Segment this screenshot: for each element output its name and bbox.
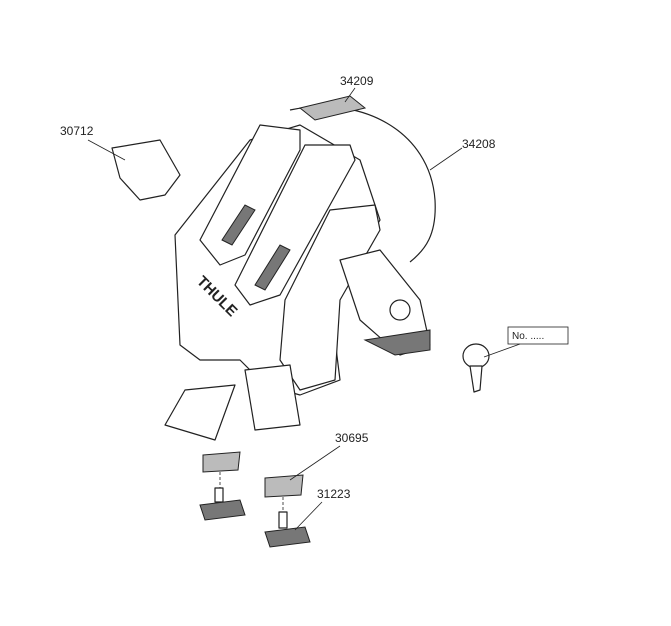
spacer-plate: [264, 474, 304, 498]
knob-screw-left: [199, 487, 246, 521]
leader-line: [87, 139, 126, 161]
part-label-34208: 34208: [462, 137, 496, 151]
lock-cylinder: [389, 299, 411, 321]
holder-arm-2: [234, 144, 356, 306]
grip-pattern-1: [221, 204, 256, 246]
key-number-tag: [507, 326, 569, 345]
bumper-pad: [298, 95, 367, 121]
clip: [111, 139, 181, 201]
leader-line: [483, 343, 521, 358]
part-label-34209: 34209: [340, 74, 374, 88]
part-label-31223: 31223: [317, 487, 351, 501]
key: [462, 343, 490, 393]
handle-grip: [363, 329, 431, 356]
key-number-label: No. .....: [512, 331, 544, 342]
leader-line: [344, 87, 356, 103]
knob-screw: [264, 511, 311, 548]
holder-arm-1: [199, 124, 301, 266]
leader-line: [429, 147, 463, 171]
mount-foot-left: [164, 384, 236, 441]
part-label-30695: 30695: [335, 431, 369, 445]
leader-line: [294, 501, 323, 531]
leader-line: [289, 445, 341, 481]
grip-pattern-2: [254, 244, 291, 291]
spacer-plate-left: [202, 451, 241, 473]
mount-foot-right: [244, 364, 301, 431]
part-label-30712: 30712: [60, 124, 94, 138]
